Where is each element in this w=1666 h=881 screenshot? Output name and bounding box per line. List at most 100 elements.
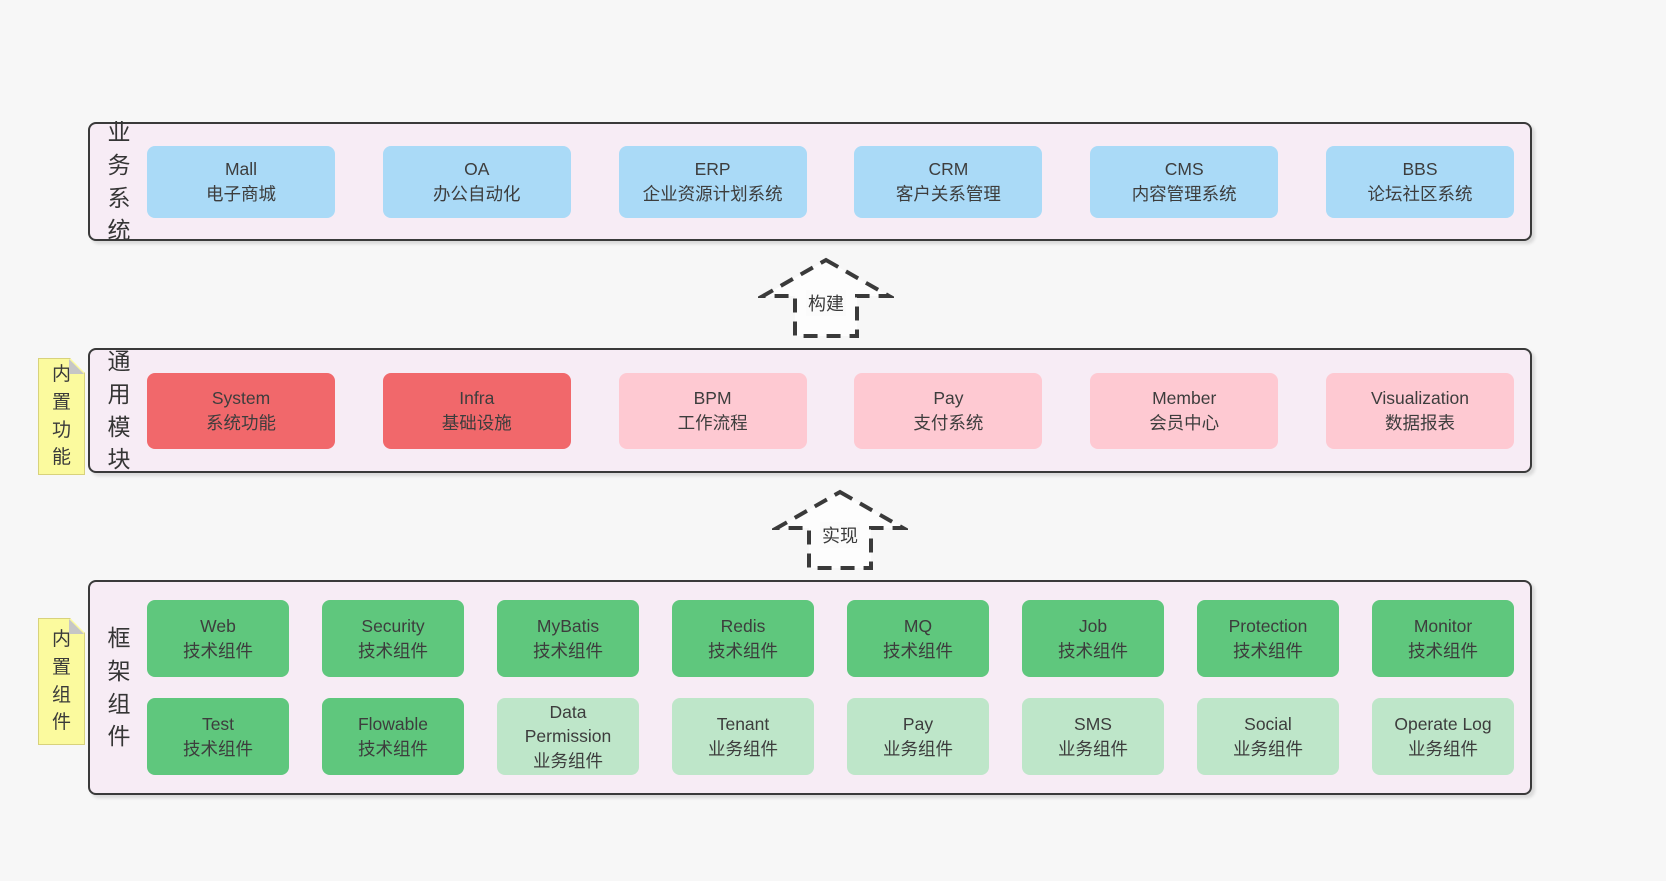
modules-box-row: System 系统功能 Infra 基础设施 BPM 工作流程 Pay 支付系统… xyxy=(147,372,1514,449)
box-bpm: BPM 工作流程 xyxy=(618,372,807,449)
box-mq: MQ 技术组件 xyxy=(847,600,989,677)
box-zh-label: 技术组件 xyxy=(183,640,253,661)
box-security: Security 技术组件 xyxy=(322,600,464,677)
box-web: Web 技术组件 xyxy=(147,600,289,677)
box-cms: CMS 内容管理系统 xyxy=(1090,145,1279,218)
box-protection: Protection 技术组件 xyxy=(1197,600,1339,677)
box-en-label: MQ xyxy=(903,616,933,637)
box-en-label: Monitor xyxy=(1413,616,1473,637)
box-en-label: Pay xyxy=(902,714,934,735)
box-en-label: Web xyxy=(200,616,236,637)
box-crm: CRM 客户关系管理 xyxy=(854,145,1043,218)
box-operate-log: Operate Log 业务组件 xyxy=(1372,698,1514,775)
box-zh-label: 业务组件 xyxy=(533,750,603,771)
box-en-label: Member xyxy=(1152,388,1217,409)
box-zh-label: 业务组件 xyxy=(1233,738,1303,759)
box-zh-label: 工作流程 xyxy=(677,412,748,433)
box-zh-label: 办公自动化 xyxy=(433,183,521,204)
box-system: System 系统功能 xyxy=(147,372,335,449)
implement-arrow-label: 实现 xyxy=(820,522,860,549)
box-mall: Mall 电子商城 xyxy=(147,145,335,218)
box-pay-module: Pay 支付系统 xyxy=(854,372,1043,449)
box-social: Social 业务组件 xyxy=(1197,698,1339,775)
box-en-label: Visualization xyxy=(1371,388,1469,409)
box-oa: OA 办公自动化 xyxy=(382,145,571,218)
box-en-label: Flowable xyxy=(357,714,429,735)
components-box-grid: Web 技术组件 Security 技术组件 MyBatis 技术组件 Redi… xyxy=(147,600,1514,775)
box-tenant: Tenant 业务组件 xyxy=(672,698,814,775)
box-en-label: ERP xyxy=(694,159,731,180)
box-mybatis: MyBatis 技术组件 xyxy=(497,600,639,677)
box-zh-label: 企业资源计划系统 xyxy=(642,183,783,204)
box-en-label: OA xyxy=(464,159,490,180)
box-zh-label: 业务组件 xyxy=(708,738,778,759)
box-en-label: Test xyxy=(201,714,235,735)
box-zh-label: 技术组件 xyxy=(533,640,603,661)
box-en-label: Redis xyxy=(720,616,766,637)
panel-framework-components: 框架组件 Web 技术组件 Security 技术组件 MyBatis 技术组件… xyxy=(88,580,1532,795)
box-en-label: SMS xyxy=(1074,714,1112,735)
box-en-label: Infra xyxy=(459,388,495,409)
box-redis: Redis 技术组件 xyxy=(672,600,814,677)
box-en-label: Job xyxy=(1078,616,1108,637)
box-zh-label: 技术组件 xyxy=(1233,640,1303,661)
box-en-label: BBS xyxy=(1402,159,1438,180)
box-en-label: Mall xyxy=(224,159,258,180)
box-data-permission: Data Permission 业务组件 xyxy=(497,698,639,775)
box-infra: Infra 基础设施 xyxy=(382,372,571,449)
sticky-built-in-components: 内置组件 xyxy=(38,618,85,745)
box-zh-label: 基础设施 xyxy=(441,412,512,433)
box-zh-label: 论坛社区系统 xyxy=(1367,183,1473,204)
box-zh-label: 技术组件 xyxy=(1058,640,1128,661)
box-en-label: Data Permission xyxy=(524,702,612,747)
box-sms: SMS 业务组件 xyxy=(1022,698,1164,775)
implement-arrow-icon: 实现 xyxy=(772,487,908,573)
sticky-built-in-components-label: 内置组件 xyxy=(51,629,71,734)
box-flowable: Flowable 技术组件 xyxy=(322,698,464,775)
box-test: Test 技术组件 xyxy=(147,698,289,775)
box-erp: ERP 企业资源计划系统 xyxy=(618,145,807,218)
box-zh-label: 技术组件 xyxy=(883,640,953,661)
box-en-label: Pay xyxy=(933,388,964,409)
business-box-row: Mall 电子商城 OA 办公自动化 ERP 企业资源计划系统 CRM 客户关系… xyxy=(147,145,1514,218)
build-arrow-label: 构建 xyxy=(806,290,846,317)
box-pay-component: Pay 业务组件 xyxy=(847,698,989,775)
box-zh-label: 数据报表 xyxy=(1384,412,1455,433)
box-zh-label: 内容管理系统 xyxy=(1131,183,1237,204)
box-visualization: Visualization 数据报表 xyxy=(1325,372,1514,449)
panel-components-label: 框架组件 xyxy=(107,625,131,750)
box-job: Job 技术组件 xyxy=(1022,600,1164,677)
box-en-label: CMS xyxy=(1164,159,1204,180)
box-bbs: BBS 论坛社区系统 xyxy=(1325,145,1514,218)
box-zh-label: 技术组件 xyxy=(708,640,778,661)
box-zh-label: 业务组件 xyxy=(883,738,953,759)
box-en-label: Protection xyxy=(1228,616,1308,637)
box-zh-label: 支付系统 xyxy=(913,412,984,433)
box-en-label: System xyxy=(211,388,271,409)
box-en-label: Social xyxy=(1244,714,1292,735)
box-zh-label: 系统功能 xyxy=(206,412,276,433)
box-zh-label: 技术组件 xyxy=(1408,640,1478,661)
box-en-label: BPM xyxy=(693,388,732,409)
box-zh-label: 电子商城 xyxy=(206,183,276,204)
box-en-label: CRM xyxy=(928,159,969,180)
panel-common-modules: 通用模块 System 系统功能 Infra 基础设施 BPM 工作流程 Pay… xyxy=(88,348,1532,473)
box-zh-label: 业务组件 xyxy=(1408,738,1478,759)
panel-business-label: 业务系统 xyxy=(107,119,131,244)
panel-business-systems: 业务系统 Mall 电子商城 OA 办公自动化 ERP 企业资源计划系统 CRM… xyxy=(88,119,1532,243)
box-zh-label: 技术组件 xyxy=(358,640,428,661)
box-zh-label: 技术组件 xyxy=(358,738,428,759)
box-en-label: Security xyxy=(361,616,425,637)
build-arrow-icon: 构建 xyxy=(758,255,894,341)
sticky-built-in-features: 内置功能 xyxy=(38,358,85,475)
box-zh-label: 会员中心 xyxy=(1149,412,1220,433)
box-en-label: Tenant xyxy=(716,714,770,735)
box-member: Member 会员中心 xyxy=(1090,372,1279,449)
box-zh-label: 客户关系管理 xyxy=(895,183,1001,204)
box-monitor: Monitor 技术组件 xyxy=(1372,600,1514,677)
box-en-label: Operate Log xyxy=(1394,714,1492,735)
box-zh-label: 业务组件 xyxy=(1058,738,1128,759)
sticky-built-in-features-label: 内置功能 xyxy=(51,364,71,469)
box-zh-label: 技术组件 xyxy=(183,738,253,759)
